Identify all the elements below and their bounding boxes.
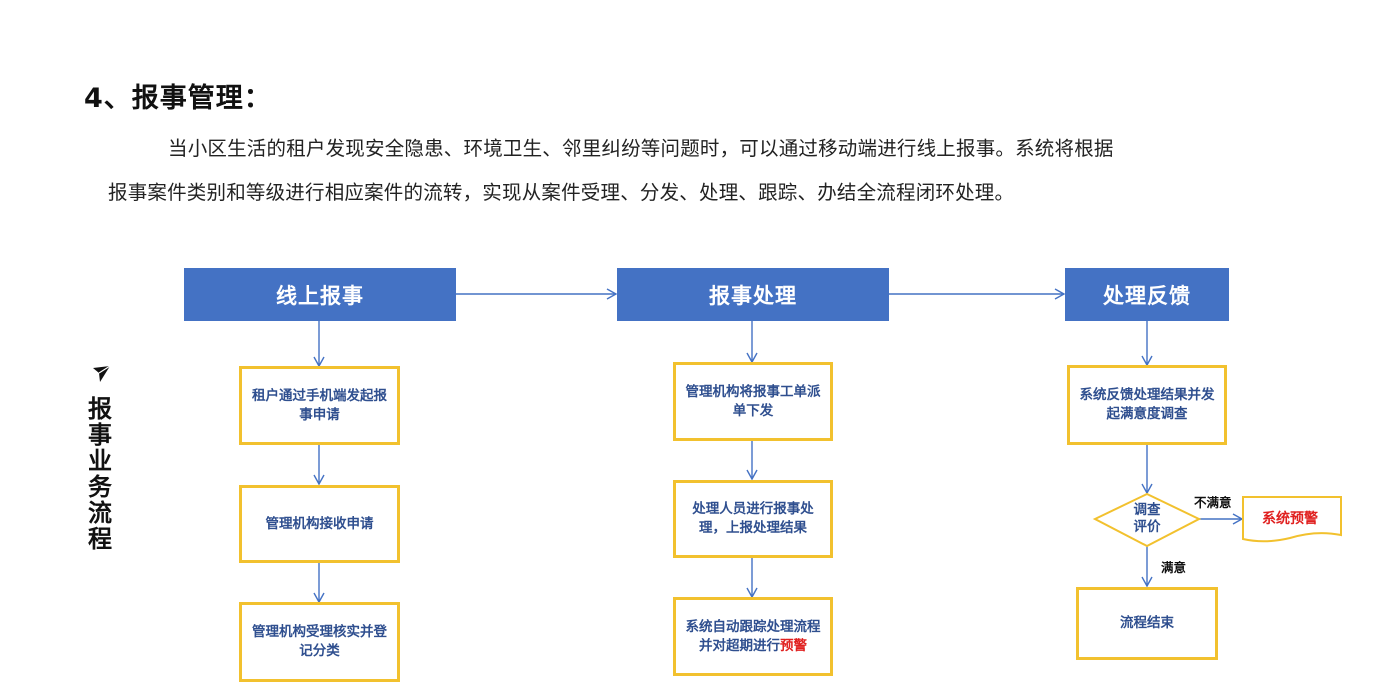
step-process-end: 流程结束 [1076, 587, 1218, 660]
step-auto-tracking: 系统自动跟踪处理流程并对超期进行预警 [673, 597, 833, 676]
header-feedback: 处理反馈 [1065, 268, 1229, 321]
step-dispatch-order: 管理机构将报事工单派单下发 [673, 362, 833, 441]
decision-line-2: 评价 [1133, 519, 1161, 535]
label-unsatisfied: 不满意 [1194, 495, 1232, 510]
side-char: 流 [88, 499, 112, 527]
alarm-document-shape [1242, 496, 1342, 543]
pointer-arrow-icon [93, 365, 111, 382]
step-staff-process: 处理人员进行报事处理，上报处理结果 [673, 480, 833, 558]
decision-diamond [1092, 492, 1202, 548]
description-line-1: 当小区生活的租户发现安全隐患、环境卫生、邻里纠纷等问题时，可以通过移动端进行线上… [168, 137, 1114, 160]
step-receive-application: 管理机构接收申请 [239, 485, 400, 563]
system-alarm-text: 系统预警 [1262, 511, 1318, 527]
label-satisfied: 满意 [1161, 560, 1187, 575]
tracking-text: 系统自动跟踪处理流程并对超期进行 [685, 618, 821, 654]
step-verify-register: 管理机构受理核实并登记分类 [239, 602, 400, 682]
decision-line-1: 调查 [1133, 502, 1161, 518]
warning-highlight: 预警 [780, 637, 807, 654]
step-auto-tracking-text: 系统自动跟踪处理流程并对超期进行预警 [684, 618, 822, 656]
step-feedback-survey: 系统反馈处理结果并发起满意度调查 [1067, 365, 1227, 445]
side-char: 报 [88, 395, 112, 423]
step-tenant-submit: 租户通过手机端发起报事申请 [239, 366, 400, 445]
header-report-handling: 报事处理 [617, 268, 889, 321]
side-char: 务 [88, 473, 112, 501]
side-label-business-flow: 报 事 业 务 流 程 [85, 396, 115, 552]
decision-label: 调查 评价 [1118, 502, 1176, 536]
section-title: 4、报事管理： [84, 83, 272, 114]
description-line-2: 报事案件类别和等级进行相应案件的流转，实现从案件受理、分发、处理、跟踪、办结全流… [108, 181, 1015, 204]
side-char: 业 [88, 447, 112, 475]
side-char: 事 [88, 421, 112, 449]
side-char: 程 [88, 525, 112, 553]
header-online-report: 线上报事 [184, 268, 456, 321]
